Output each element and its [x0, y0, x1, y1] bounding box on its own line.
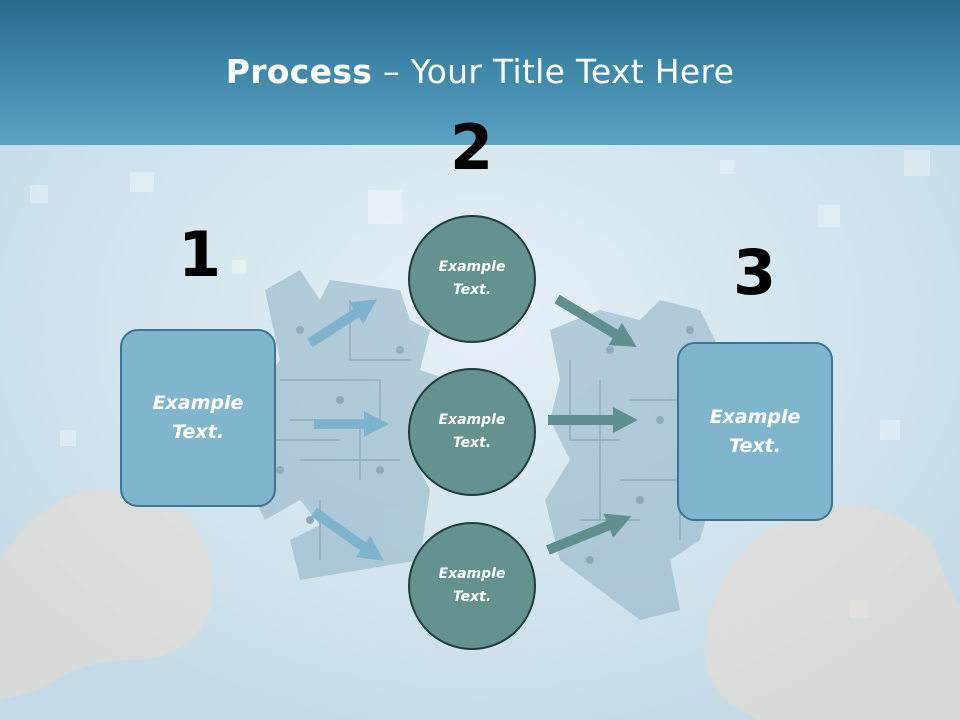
step-number-2: 2 — [450, 111, 494, 184]
step-1-text: Example Text. — [152, 392, 244, 443]
circle-bottom-text: Example Text. — [438, 566, 506, 605]
step-1-box[interactable]: Example Text. — [120, 329, 276, 507]
step-2-circle-bottom[interactable]: Example Text. — [408, 522, 536, 650]
circle-middle-text: Example Text. — [438, 412, 506, 451]
step-3-box[interactable]: Example Text. — [677, 342, 833, 521]
step-number-3: 3 — [733, 236, 777, 309]
title-bold: Process — [225, 52, 373, 91]
circle-top-text: Example Text. — [438, 259, 506, 298]
header-band — [0, 0, 960, 145]
step-number-1: 1 — [178, 218, 222, 291]
title-rest: – Your Title Text Here — [372, 52, 735, 91]
slide-title[interactable]: Process – Your Title Text Here — [0, 52, 960, 91]
step-2-circle-top[interactable]: Example Text. — [408, 215, 536, 343]
step-2-circle-middle[interactable]: Example Text. — [408, 368, 536, 496]
step-3-text: Example Text. — [709, 405, 801, 457]
